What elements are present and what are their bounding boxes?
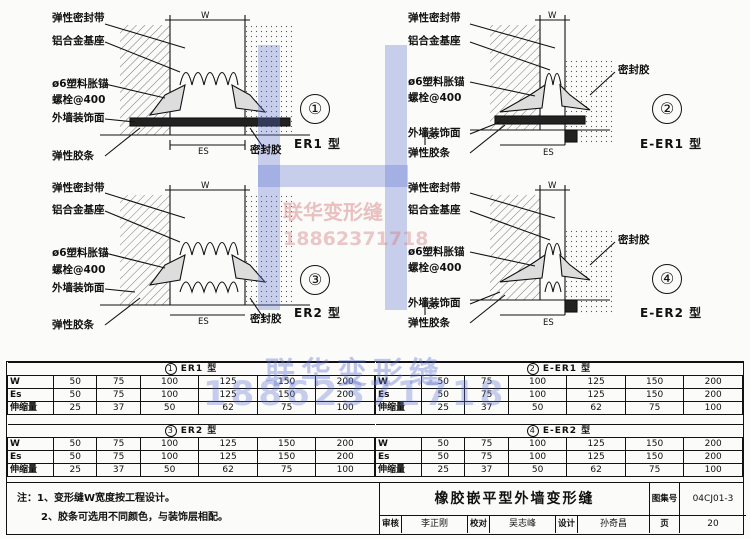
note-1: 注：1、变形缝W宽度按工程设计。: [17, 493, 175, 504]
table-er1-circle: 1: [164, 363, 177, 375]
detail-4-label-facade: 外墙装饰面: [408, 297, 461, 309]
detail-2-label-base: 铝合金基座: [408, 35, 461, 47]
detail-3-label-sealant: 密封胶: [250, 313, 282, 325]
detail-4-dim-w: W: [548, 181, 557, 191]
designer-name: 孙奇昌: [578, 516, 650, 533]
detail-2-label-anchor: ø6塑料胀锚: [408, 76, 465, 88]
detail-4-label-sealant: 密封胶: [618, 234, 650, 246]
detail-1-label-base: 铝合金基座: [52, 35, 105, 47]
detail-2-label-rubber-strip: 弹性胶条: [408, 147, 450, 159]
checker-name: 吴志峰: [490, 516, 556, 533]
detail-3-label-base: 铝合金基座: [52, 204, 105, 216]
detail-4-label-seal-strip: 弹性密封带: [408, 182, 461, 194]
detail-4-type-name: E-ER2 型: [640, 306, 703, 320]
detail-2-label-facade: 外墙装饰面: [408, 127, 461, 139]
detail-2-type-name: E-ER1 型: [640, 137, 703, 151]
page-number: 20: [707, 519, 719, 529]
detail-3-label-seal-strip: 弹性密封带: [52, 182, 105, 194]
detail-1-lines: [100, 15, 310, 157]
detail-4-label-base: 铝合金基座: [408, 204, 461, 216]
detail-4-lines: [424, 185, 616, 324]
note-2: 2、胶条可选用不同颜色，与装饰层相配。: [41, 512, 228, 523]
check-label: 校对: [468, 516, 490, 533]
detail-3-dim-w: W: [201, 181, 210, 191]
detail-2-dim-es: ES: [543, 148, 554, 158]
detail-2-number-circle: ②: [652, 94, 682, 124]
detail-2-dim-w: W: [548, 11, 557, 21]
table-e-er2-circle: 4: [526, 425, 539, 437]
detail-2-dim-v: 20: [427, 132, 438, 142]
detail-1-label-rubber-strip: 弹性胶条: [52, 150, 94, 162]
detail-4-dim-es: ES: [543, 318, 554, 328]
detail-3-label-rubber-strip: 弹性胶条: [52, 319, 94, 331]
detail-4-label-rubber-strip: 弹性胶条: [408, 317, 450, 329]
table-er2-title: ER2 型: [180, 426, 218, 436]
detail-1-number-circle: ①: [300, 94, 330, 124]
detail-3-label-bolt: 螺栓@400: [52, 264, 106, 276]
detail-2-label-bolt: 螺栓@400: [408, 92, 462, 104]
table-e-er2-title: E-ER2 型: [542, 426, 592, 436]
reviewer-name: 李正刚: [402, 516, 468, 533]
detail-1-type-name: ER1 型: [294, 137, 341, 151]
page-label: 页: [650, 516, 680, 533]
detail-3-label-anchor: ø6塑料胀锚: [52, 247, 109, 259]
detail-4-dim-v: 20: [427, 302, 438, 312]
notes: 注：1、变形缝W宽度按工程设计。 2、胶条可选用不同颜色，与装饰层相配。: [17, 489, 228, 527]
detail-linework: [100, 15, 616, 326]
detail-4-label-anchor: ø6塑料胀锚: [408, 246, 465, 258]
detail-1-label-facade: 外墙装饰面: [52, 112, 105, 124]
table-er1-title: ER1 型: [180, 364, 218, 374]
detail-2-label-sealant: 密封胶: [618, 64, 650, 76]
drawing-title: 橡胶嵌平型外墙变形缝: [380, 483, 650, 516]
watermark-logo: [258, 45, 408, 310]
title-block: 橡胶嵌平型外墙变形缝 图集号 04CJ01-3 审核 李正刚 校对 吴志峰 设计…: [379, 483, 746, 535]
detail-1-dim-w: W: [201, 11, 210, 21]
detail-4-label-bolt: 螺栓@400: [408, 262, 462, 274]
atlas-label: 图集号: [650, 483, 680, 516]
detail-3-number-circle: ③: [300, 265, 330, 295]
detail-1-label-sealant: 密封胶: [250, 144, 282, 156]
review-label: 审核: [380, 516, 402, 533]
table-er2-circle: 3: [164, 425, 177, 437]
detail-1-label-bolt: 螺栓@400: [52, 94, 106, 106]
detail-1-label-anchor: ø6塑料胀锚: [52, 78, 109, 90]
detail-drawings: 弹性密封带 铝合金基座 ø6塑料胀锚 螺栓@400 外墙装饰面 弹性胶条 密封胶…: [52, 11, 703, 331]
detail-1-dim-es: ES: [198, 147, 209, 157]
detail-2-label-seal-strip: 弹性密封带: [408, 12, 461, 24]
detail-3-lines: [100, 185, 310, 326]
atlas-number: 04CJ01-3: [680, 483, 746, 516]
table-e-er1-title: E-ER1 型: [542, 364, 592, 374]
detail-4-number-circle: ④: [652, 264, 682, 294]
detail-2-lines: [424, 15, 616, 154]
detail-3-type-name: ER2 型: [294, 306, 341, 320]
detail-3-label-facade: 外墙装饰面: [52, 282, 105, 294]
detail-1-label-seal-strip: 弹性密封带: [52, 12, 105, 24]
footer: 注：1、变形缝W宽度按工程设计。 2、胶条可选用不同颜色，与装饰层相配。 橡胶嵌…: [6, 483, 746, 535]
design-label: 设计: [556, 516, 578, 533]
table-e-er1-circle: 2: [526, 363, 539, 375]
detail-3-dim-es: ES: [198, 317, 209, 327]
